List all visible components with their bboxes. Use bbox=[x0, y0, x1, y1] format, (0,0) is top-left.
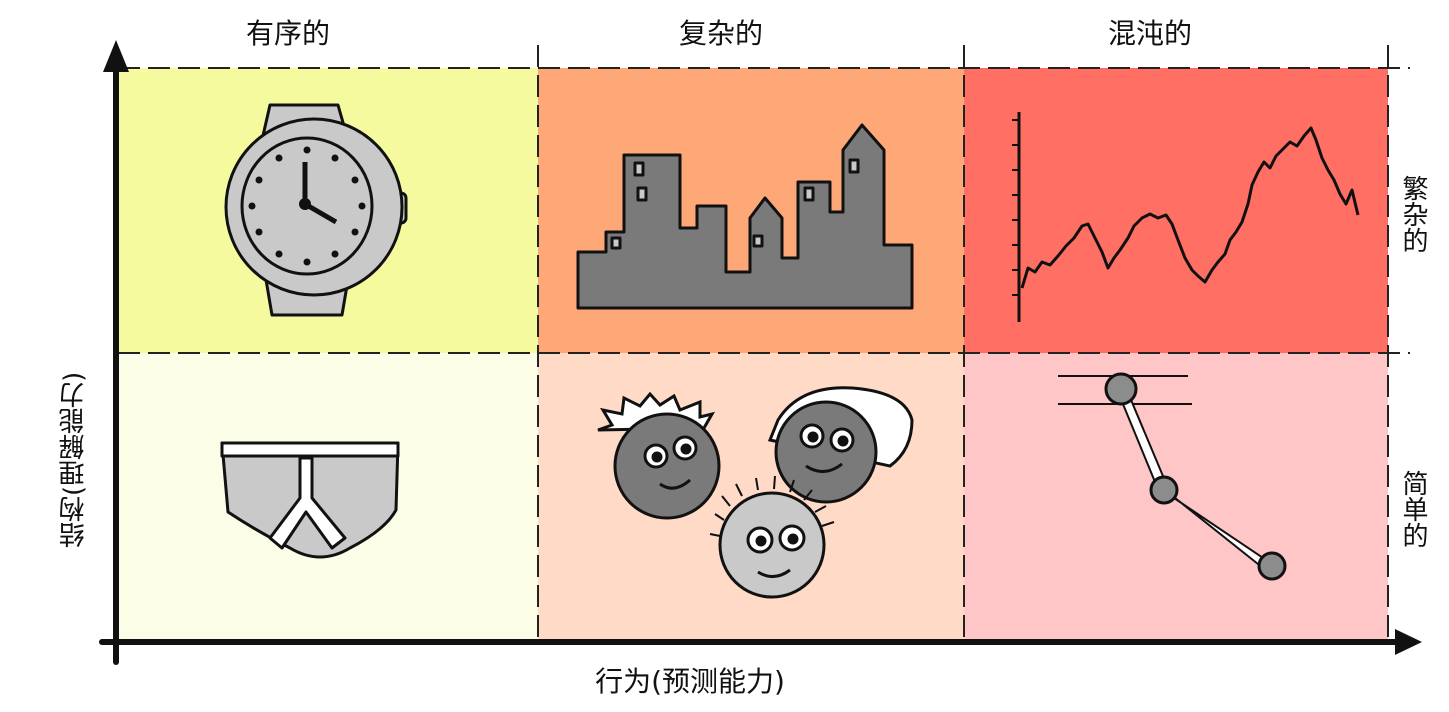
face-helmet-icon bbox=[767, 386, 914, 504]
underwear-icon bbox=[220, 441, 400, 559]
cell-chaotic-complicated bbox=[964, 68, 1388, 353]
y-axis-arrow-icon bbox=[103, 40, 129, 72]
city-skyline-icon bbox=[576, 123, 914, 310]
x-axis-arrow-icon bbox=[1395, 629, 1422, 655]
face-spiky-hair-icon bbox=[597, 391, 721, 520]
row-label-simple: 简单的 bbox=[1398, 470, 1428, 548]
column-label-chaotic: 混沌的 bbox=[1107, 17, 1192, 50]
double-pendulum-icon bbox=[1058, 372, 1287, 581]
column-label-ordered: 有序的 bbox=[245, 17, 330, 50]
axes bbox=[99, 52, 1408, 665]
x-axis-label: 行为(预测能力) bbox=[595, 665, 785, 698]
grid-lines bbox=[118, 45, 1410, 640]
column-label-complex: 复杂的 bbox=[678, 17, 763, 50]
watch-icon bbox=[224, 103, 408, 317]
fluctuating-line-chart-icon bbox=[1012, 112, 1360, 322]
three-faces-icon bbox=[597, 386, 914, 599]
face-buzzcut-icon bbox=[709, 475, 835, 599]
cell-complex-complicated bbox=[538, 68, 964, 353]
row-label-complicated: 繁杂的 bbox=[1398, 175, 1428, 253]
